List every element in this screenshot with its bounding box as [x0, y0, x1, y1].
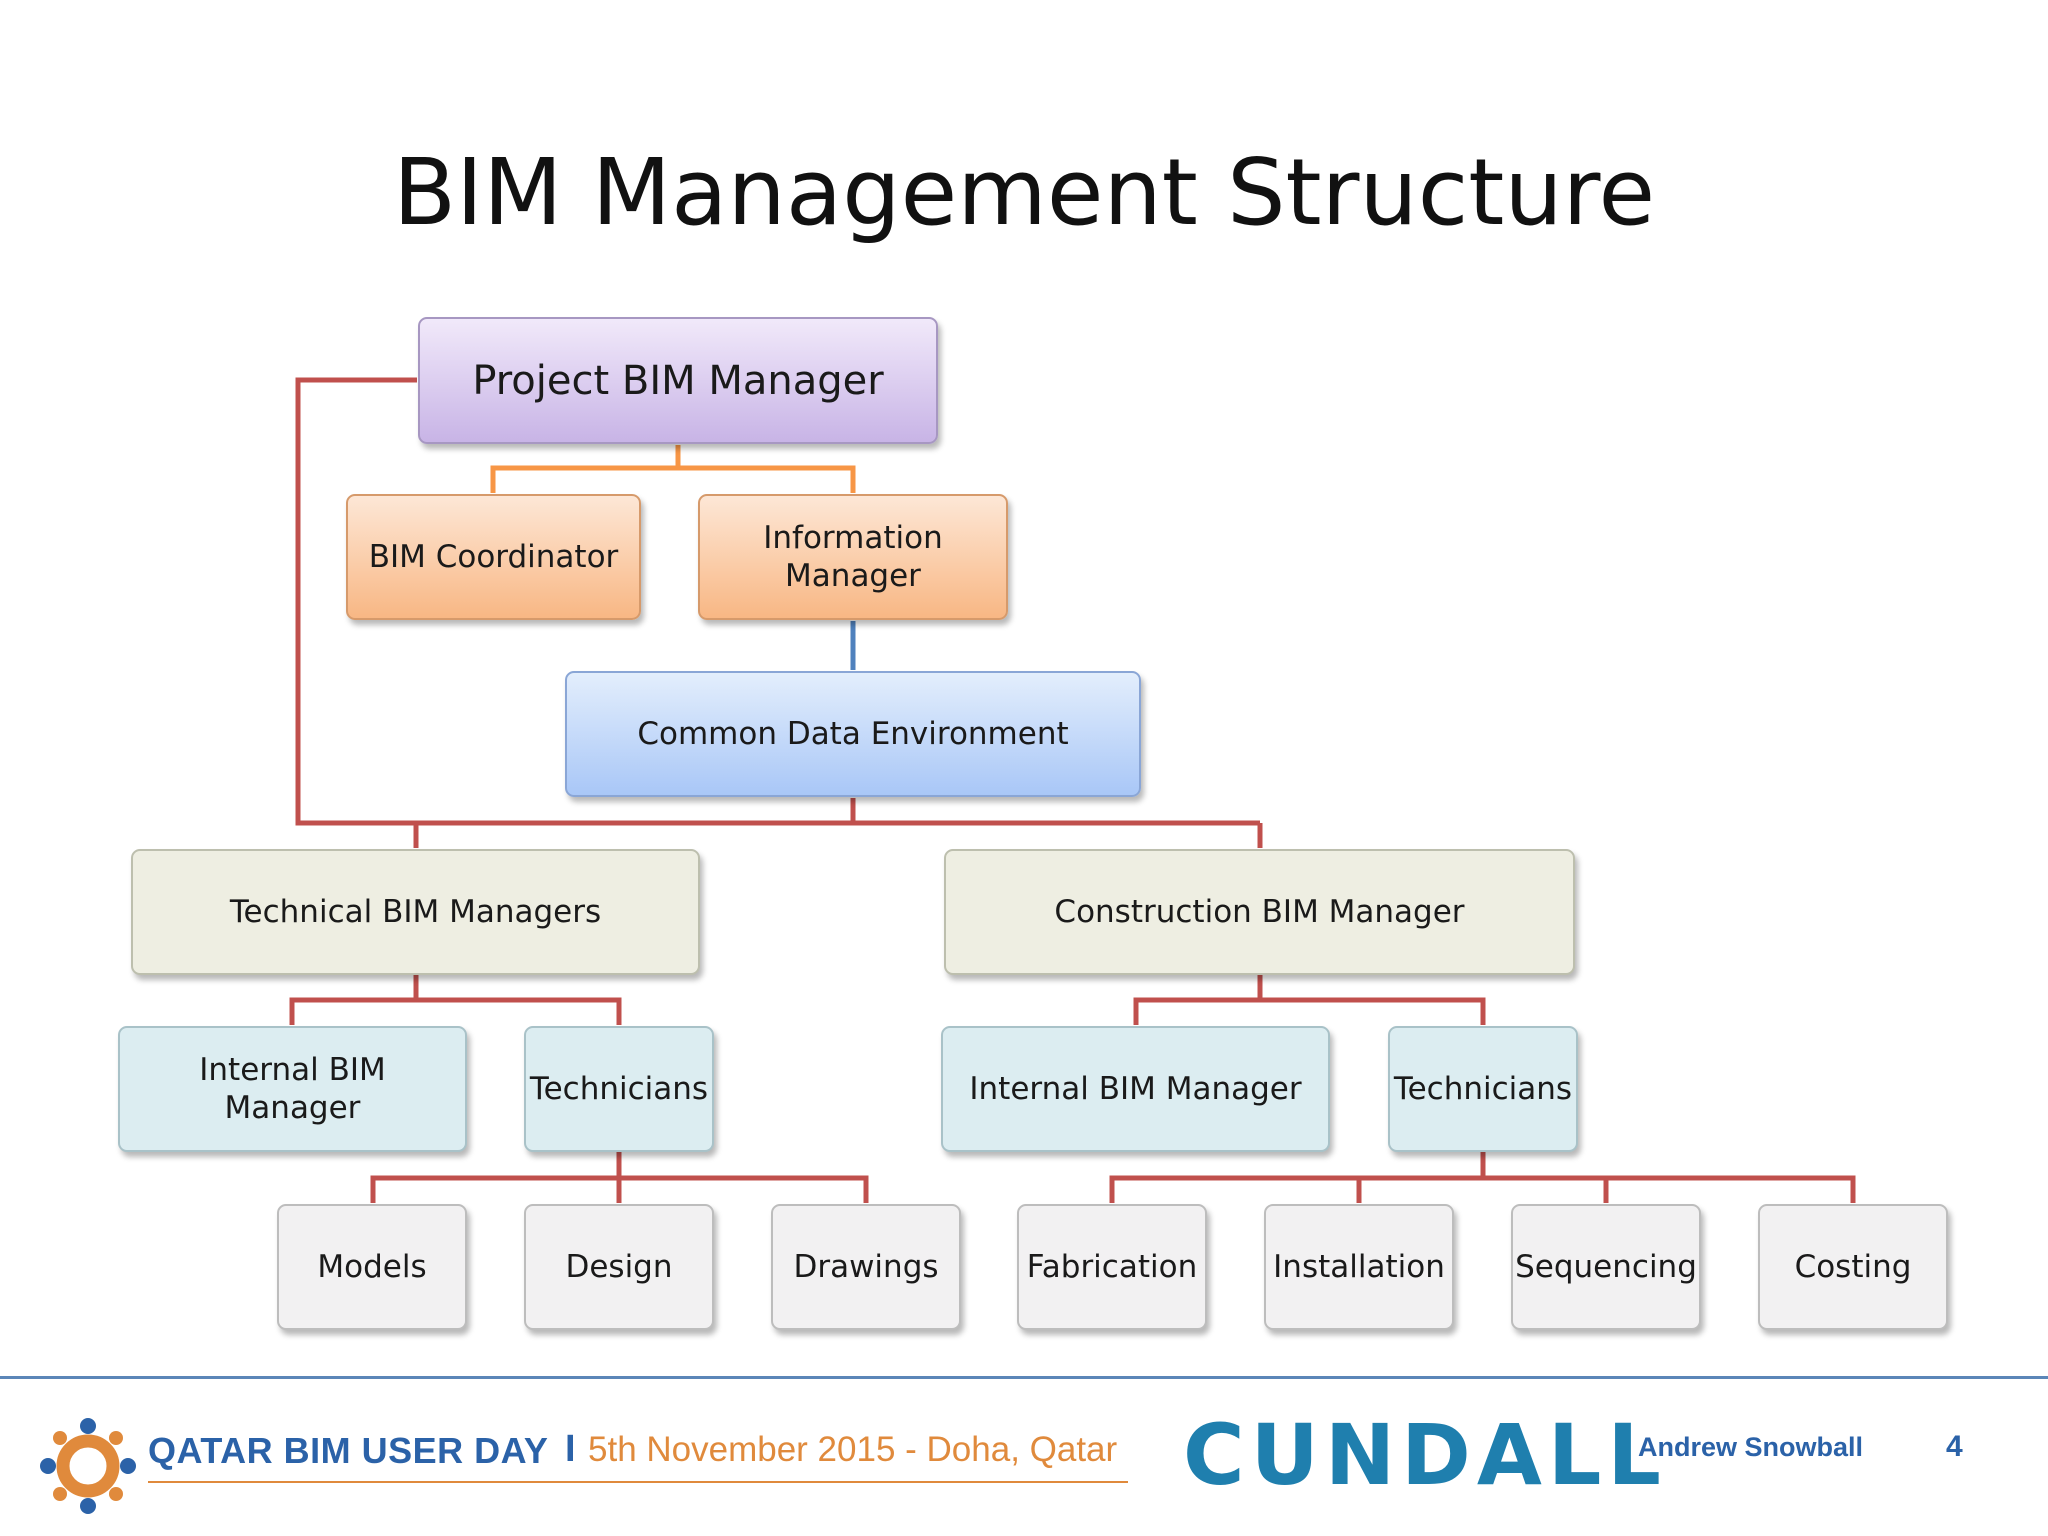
- event-underline: [148, 1481, 1128, 1483]
- footer-divider: [0, 1376, 2048, 1379]
- node-internal-bim-manager-right: Internal BIM Manager: [941, 1026, 1330, 1152]
- node-models: Models: [277, 1204, 467, 1330]
- connector-technical-to-children: [289, 975, 622, 1025]
- connector-technicians-left-to-tasks: [370, 1152, 869, 1203]
- node-sequencing: Sequencing: [1511, 1204, 1701, 1330]
- node-technicians-left: Technicians: [524, 1026, 714, 1152]
- connector-pm-to-coordinators: [490, 445, 856, 493]
- slide-title: BIM Management Structure: [392, 139, 1656, 246]
- brand-logo: CUNDALL: [1183, 1406, 1667, 1504]
- node-project-bim-manager: Project BIM Manager: [418, 317, 938, 444]
- author-name: Andrew Snowball: [1638, 1432, 1864, 1462]
- page-number: 4: [1946, 1430, 1963, 1463]
- footer: QATAR BIM USER DAY I 5th November 2015 -…: [0, 1380, 2048, 1536]
- event-date: 5th November 2015 - Doha, Qatar: [588, 1430, 1118, 1469]
- node-drawings: Drawings: [771, 1204, 961, 1330]
- node-common-data-environment: Common Data Environment: [565, 671, 1141, 797]
- node-construction-bim-manager: Construction BIM Manager: [944, 849, 1575, 975]
- connector-construction-to-children: [1133, 975, 1486, 1025]
- node-internal-bim-manager-left: Internal BIM Manager: [118, 1026, 467, 1152]
- event-name: QATAR BIM USER DAY: [148, 1430, 549, 1471]
- connector-cde-to-managers: [413, 798, 1263, 848]
- connector-technicians-right-to-tasks: [1109, 1152, 1856, 1203]
- event-logo-icon: [40, 1418, 136, 1514]
- node-design: Design: [524, 1204, 714, 1330]
- node-installation: Installation: [1264, 1204, 1454, 1330]
- node-fabrication: Fabrication: [1017, 1204, 1207, 1330]
- node-costing: Costing: [1758, 1204, 1948, 1330]
- node-technicians-right: Technicians: [1388, 1026, 1578, 1152]
- node-bim-coordinator: BIM Coordinator: [346, 494, 641, 620]
- node-technical-bim-managers: Technical BIM Managers: [131, 849, 700, 975]
- event-separator: I: [565, 1428, 576, 1470]
- node-information-manager: Information Manager: [698, 494, 1008, 620]
